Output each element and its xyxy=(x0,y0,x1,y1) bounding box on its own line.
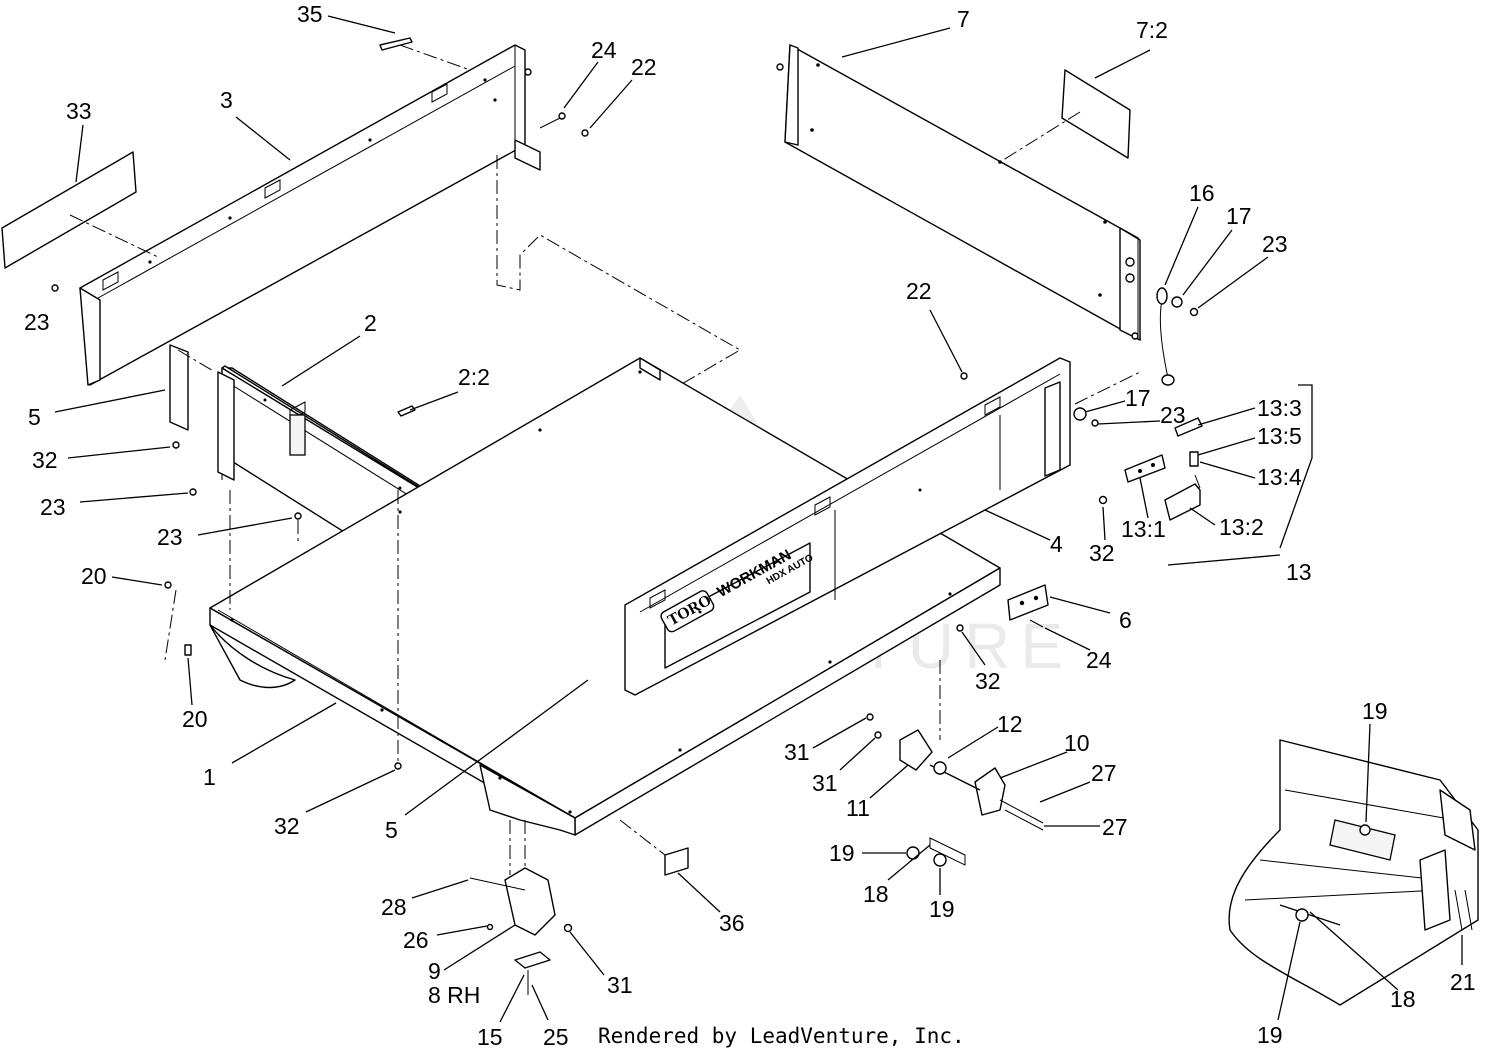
part-33-decal xyxy=(1,151,137,269)
callout-18: 18 xyxy=(1390,986,1416,1012)
callout-13-5: 13:5 xyxy=(1257,423,1302,449)
callout-7-2: 7:2 xyxy=(1136,17,1168,43)
callout-17: 17 xyxy=(1226,203,1252,229)
hinge-assembly xyxy=(866,713,1044,867)
callout-31: 31 xyxy=(607,972,633,998)
callout-27: 27 xyxy=(1091,760,1117,786)
part-7-2-decal xyxy=(1061,69,1131,159)
callout-13: 13 xyxy=(1286,559,1312,585)
callout-labels: 35 24 22 7 7:2 33 3 16 17 23 23 22 2 2:2… xyxy=(24,1,1476,1050)
callout-5: 5 xyxy=(385,817,398,843)
callout-24: 24 xyxy=(591,37,617,63)
part-3-side-panel xyxy=(79,44,541,386)
callout-32: 32 xyxy=(975,668,1001,694)
part-13-latch-assembly xyxy=(1073,371,1203,521)
callout-15: 15 xyxy=(477,1024,503,1050)
callout-3: 3 xyxy=(220,87,233,113)
callout-27: 27 xyxy=(1102,814,1128,840)
callout-36: 36 xyxy=(719,910,745,936)
lower-bracket-assembly xyxy=(469,867,573,995)
callout-19: 19 xyxy=(1362,698,1388,724)
callout-2: 2 xyxy=(364,310,377,336)
callout-22: 22 xyxy=(906,278,932,304)
callout-20: 20 xyxy=(182,706,208,732)
callout-13-3: 13:3 xyxy=(1257,395,1302,421)
hardware-24-22-top xyxy=(539,112,589,137)
callout-23: 23 xyxy=(24,309,50,335)
part-1-bed xyxy=(209,357,1001,836)
callout-4: 4 xyxy=(1050,531,1063,557)
part-16-lanyard xyxy=(1156,287,1199,386)
callout-2-2: 2:2 xyxy=(458,364,490,390)
hardware-left-fasteners xyxy=(51,284,968,770)
callout-19: 19 xyxy=(1257,1022,1283,1048)
callout-13-1: 13:1 xyxy=(1121,516,1166,542)
callout-1: 1 xyxy=(203,764,216,790)
callout-9: 9 xyxy=(428,958,441,984)
callout-6: 6 xyxy=(1119,607,1132,633)
callout-19: 19 xyxy=(829,840,855,866)
part-5-bracket-left xyxy=(169,344,189,431)
part-4-rear-panel: TORO WORKMAN HDX AUTO xyxy=(624,357,1071,696)
callout-22: 22 xyxy=(631,54,657,80)
callout-25: 25 xyxy=(543,1024,569,1050)
callout-33: 33 xyxy=(66,98,92,124)
callout-23: 23 xyxy=(40,494,66,520)
part-6-bracket xyxy=(1007,584,1049,628)
callout-12: 12 xyxy=(997,711,1023,737)
callout-24: 24 xyxy=(1086,647,1112,673)
callout-5: 5 xyxy=(28,404,41,430)
callout-18: 18 xyxy=(863,881,889,907)
callout-20: 20 xyxy=(81,563,107,589)
callout-31: 31 xyxy=(784,739,810,765)
callout-13-2: 13:2 xyxy=(1219,514,1264,540)
callout-7: 7 xyxy=(957,6,970,32)
callout-35: 35 xyxy=(297,1,323,27)
callout-13-4: 13:4 xyxy=(1257,464,1302,490)
callout-32: 32 xyxy=(274,813,300,839)
callout-32: 32 xyxy=(1089,540,1115,566)
callout-31: 31 xyxy=(812,770,838,796)
part-2-2-decal xyxy=(397,405,416,417)
callout-11: 11 xyxy=(846,795,870,821)
callout-32: 32 xyxy=(32,447,58,473)
callout-21: 21 xyxy=(1450,969,1476,995)
part-36-decal xyxy=(664,847,689,876)
callout-26: 26 xyxy=(403,927,429,953)
callout-23: 23 xyxy=(157,524,183,550)
callout-17: 17 xyxy=(1125,385,1151,411)
part-7-side-panel xyxy=(776,44,1141,341)
callout-19: 19 xyxy=(929,896,955,922)
render-credit: Rendered by LeadVenture, Inc. xyxy=(598,1024,965,1048)
inset-view xyxy=(1228,739,1479,1006)
part-35-decal xyxy=(379,37,413,51)
callout-16: 16 xyxy=(1189,180,1215,206)
leader-lines xyxy=(54,15,1463,1023)
callout-28: 28 xyxy=(381,894,407,920)
callout-23: 23 xyxy=(1160,402,1186,428)
callout-23: 23 xyxy=(1262,231,1288,257)
callout-10: 10 xyxy=(1064,730,1090,756)
callout-8-rh: 8 RH xyxy=(428,982,480,1008)
